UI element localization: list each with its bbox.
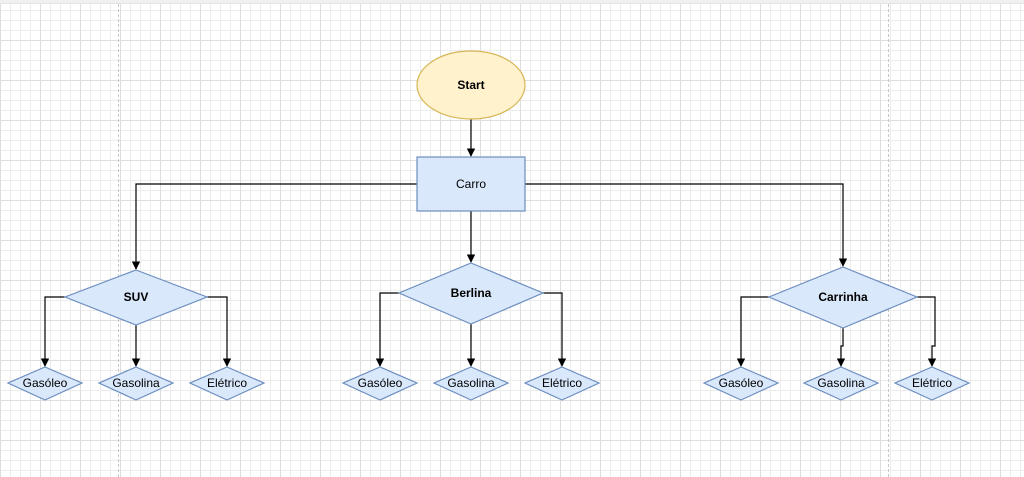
berlina-eletrico-node[interactable]: Elétrico xyxy=(523,366,601,401)
berlina-diamond xyxy=(397,262,545,325)
berlina-gasoleo-node[interactable]: Gasóleo xyxy=(341,366,419,401)
carrinha-gasolina-node[interactable]: Gasolina xyxy=(802,366,880,401)
berlina-node[interactable]: Berlina xyxy=(397,262,545,325)
suv-gasolina-node[interactable]: Gasolina xyxy=(97,366,175,401)
suv-diamond xyxy=(63,269,209,326)
edge-carrinha-eletrico xyxy=(917,296,937,367)
edge-carrinha-gasolina xyxy=(836,328,846,367)
carrinha-gasoleo-diamond xyxy=(702,366,780,401)
berlina-eletrico-diamond xyxy=(523,366,601,401)
suv-gasoleo-diamond xyxy=(6,366,84,401)
edge-berlina-gasoleo xyxy=(375,292,399,367)
carrinha-eletrico-label: Elétrico xyxy=(912,376,952,390)
berlina-gasolina-diamond xyxy=(432,366,510,401)
carrinha-node[interactable]: Carrinha xyxy=(767,266,919,329)
carro-label: Carro xyxy=(456,177,486,191)
page-break-line-right xyxy=(888,4,889,477)
berlina-gasoleo-diamond xyxy=(341,366,419,401)
suv-gasolina-diamond xyxy=(97,366,175,401)
carrinha-gasolina-label: Gasolina xyxy=(817,376,865,390)
edge-carro-carrinha xyxy=(525,183,848,267)
edge-berlina-eletrico xyxy=(543,292,567,367)
edge-suv-eletrico xyxy=(207,296,232,367)
berlina-eletrico-label: Elétrico xyxy=(542,376,582,390)
edges xyxy=(40,119,937,367)
suv-eletrico-node[interactable]: Elétrico xyxy=(188,366,266,401)
carrinha-gasoleo-node[interactable]: Gasóleo xyxy=(702,366,780,401)
carrinha-gasoleo-label: Gasóleo xyxy=(719,376,764,390)
berlina-gasolina-node[interactable]: Gasolina xyxy=(432,366,510,401)
start-label: Start xyxy=(457,78,484,92)
suv-gasoleo-node[interactable]: Gasóleo xyxy=(6,366,84,401)
carrinha-label: Carrinha xyxy=(818,290,868,304)
suv-gasolina-label: Gasolina xyxy=(112,376,160,390)
berlina-gasolina-label: Gasolina xyxy=(447,376,495,390)
start-node[interactable]: Start xyxy=(416,50,526,120)
edge-carro-suv xyxy=(131,183,417,270)
carro-node[interactable]: Carro xyxy=(416,156,526,212)
carrinha-eletrico-node[interactable]: Elétrico xyxy=(893,366,971,401)
suv-eletrico-label: Elétrico xyxy=(207,376,247,390)
page-break-line-left xyxy=(118,4,119,477)
berlina-label: Berlina xyxy=(451,286,492,300)
berlina-gasoleo-label: Gasóleo xyxy=(358,376,403,390)
start-ellipse xyxy=(416,50,526,120)
suv-label: SUV xyxy=(124,290,149,304)
carro-box xyxy=(416,156,526,212)
carrinha-eletrico-diamond xyxy=(893,366,971,401)
edge-carrinha-gasoleo xyxy=(736,296,769,367)
suv-gasoleo-label: Gasóleo xyxy=(23,376,68,390)
carrinha-diamond xyxy=(767,266,919,329)
canvas-top-rule xyxy=(0,0,1024,4)
edge-suv-gasoleo xyxy=(40,296,65,367)
suv-node[interactable]: SUV xyxy=(63,269,209,326)
suv-eletrico-diamond xyxy=(188,366,266,401)
carrinha-gasolina-diamond xyxy=(802,366,880,401)
